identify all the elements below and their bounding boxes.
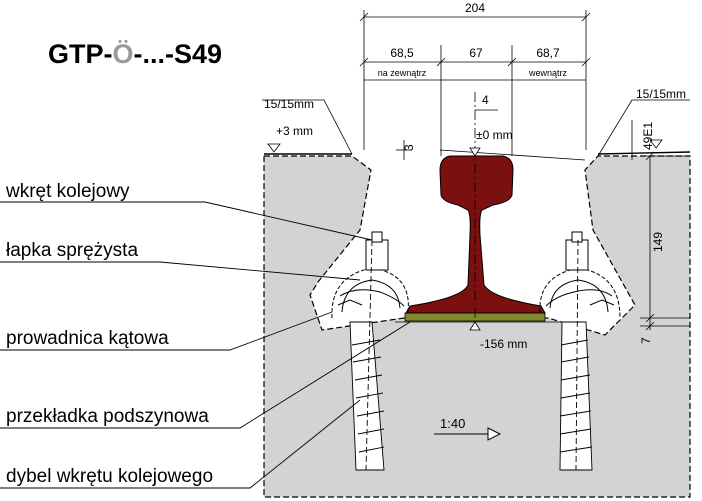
dim-rail-offset: 4: [482, 93, 489, 107]
rail-profile: [405, 155, 546, 314]
dim-rail-type: 49E1: [641, 122, 655, 150]
inclination-label: 1:40: [440, 416, 465, 431]
callout-rail-pad: przekładka podszynowa: [6, 406, 209, 427]
callout-screw-dowel: dybel wkrętu kolejowego: [6, 466, 213, 487]
callout-angle-guide: prowadnica kątowa: [6, 328, 169, 349]
callout-spring-clip: łapka sprężysta: [6, 240, 138, 261]
dim-rail-top: ±0 mm: [476, 128, 513, 142]
dim-left-top: +3 mm: [276, 124, 313, 138]
left-dowel: [349, 239, 385, 471]
dim-rail-height: 149: [651, 232, 665, 252]
dim-base-level: -156 mm: [480, 337, 527, 351]
right-dowel: [559, 239, 593, 471]
dim-outside-label: na zewnątrz: [378, 68, 427, 78]
dimension-lines: [262, 10, 690, 331]
dim-outside: 68,5: [390, 46, 414, 60]
right-level-marker: [649, 139, 663, 149]
dim-rail-zone: 67: [469, 46, 483, 60]
dim-right-slope: 15/15mm: [636, 87, 686, 101]
dim-left-gap: 3: [402, 144, 416, 151]
dim-inside: 68,7: [536, 46, 560, 60]
callout-rail-screw: wkręt kolejowy: [5, 181, 130, 202]
dim-overall-width: 204: [465, 1, 485, 15]
slab-top-right: [597, 151, 691, 155]
callout-leaders: [0, 201, 411, 489]
inclination-arrow: [434, 427, 502, 441]
title: GTP-Ö-...-S49: [48, 39, 222, 69]
dim-pad: 7: [639, 337, 653, 344]
dim-left-slope: 15/15mm: [264, 97, 314, 111]
right-clip-assembly: [539, 231, 621, 319]
rail-top-marker: [469, 147, 481, 157]
base-level-marker: [469, 321, 481, 331]
left-level-marker: [267, 143, 281, 153]
dim-inside-label: wewnątrz: [528, 68, 568, 78]
